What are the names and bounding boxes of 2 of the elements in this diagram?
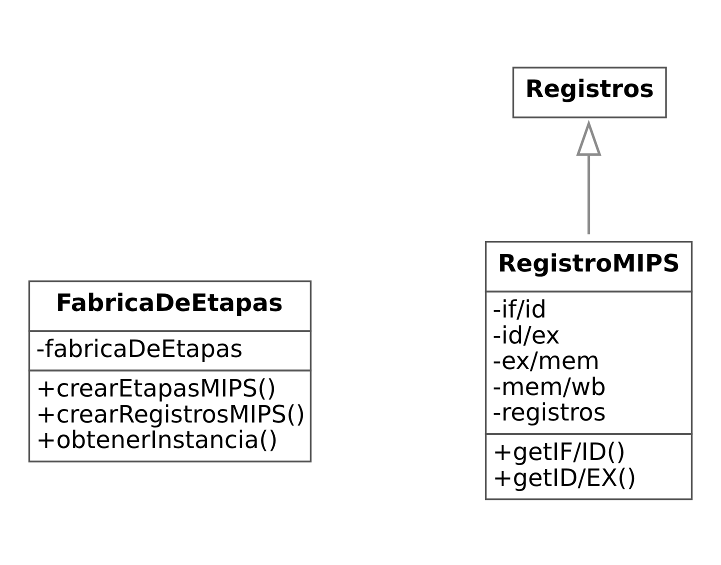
node-box: Registros (512, 66, 667, 118)
arrow (576, 119, 602, 234)
